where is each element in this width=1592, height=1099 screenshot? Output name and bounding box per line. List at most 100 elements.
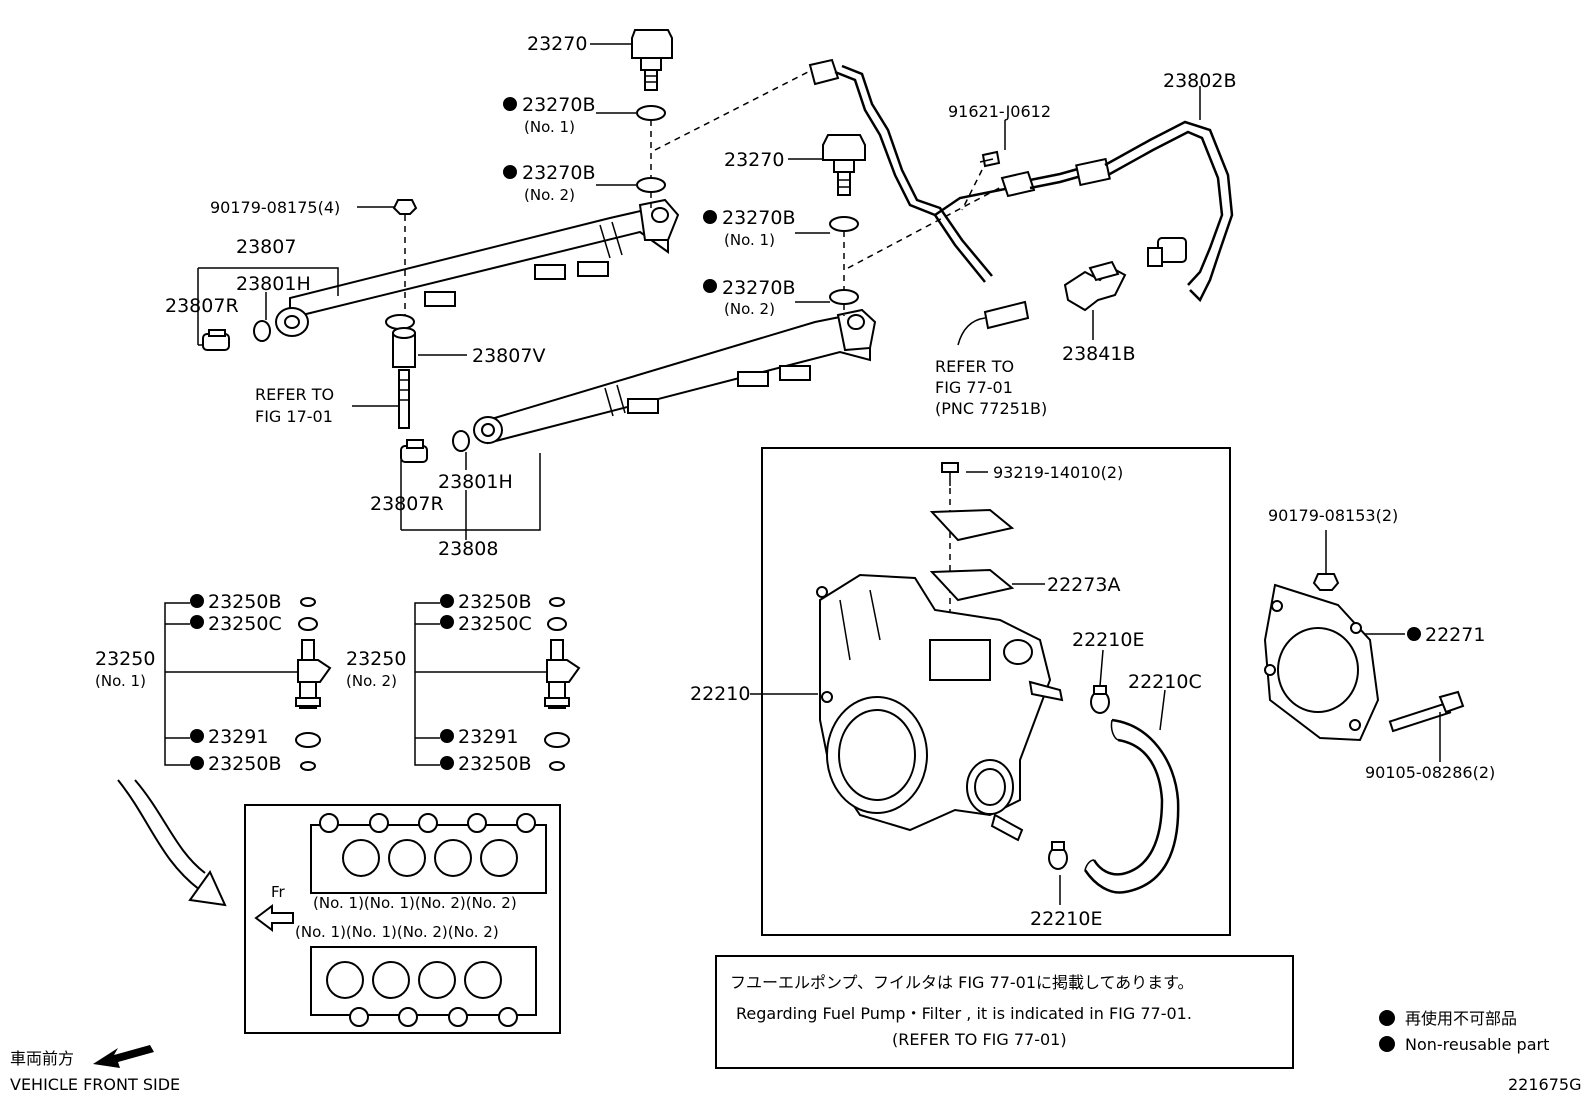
- screw-93219-14010: [941, 462, 959, 486]
- label-23270b-no2-a-sub: (No. 2): [524, 186, 575, 204]
- notice-line-2: Regarding Fuel Pump・Filter , it is indic…: [736, 1004, 1192, 1023]
- gasket-22273a: [929, 568, 1015, 602]
- spacer-plate: [385, 314, 415, 330]
- label-90179-08153: 90179-08153(2): [1268, 506, 1398, 525]
- label-inj1-23291: 23291: [208, 726, 268, 748]
- label-23270b-no2-b-sub: (No. 2): [724, 300, 775, 318]
- fuel-hose-stub: [957, 300, 1030, 346]
- non-reusable-markers: [190, 97, 1421, 1052]
- label-93219-14010: 93219-14010(2): [993, 463, 1123, 482]
- label-23801h-b: 23801H: [438, 471, 513, 493]
- label-23807: 23807: [236, 236, 296, 258]
- gasket-23801h-b: [452, 430, 470, 452]
- notice-text: フユーエルポンプ、フイルタは FIG 77-01に掲載してあります。 Regar…: [730, 973, 1193, 1049]
- leader-lines: [197, 43, 1441, 905]
- label-90179-08175: 90179-08175(4): [210, 198, 340, 217]
- clip-22210e-b: [1048, 841, 1068, 870]
- label-91621-j0612: 91621-J0612: [948, 102, 1051, 121]
- o-ring-23270b-no2-a: [636, 177, 666, 193]
- label-22210: 22210: [690, 683, 750, 705]
- bolt-91621-j0612: [979, 150, 1001, 168]
- label-23801h-a: 23801H: [236, 273, 311, 295]
- notice-box: [715, 955, 1294, 1069]
- label-inj1-sub: (No. 1): [95, 672, 146, 690]
- throttle-body-22210: [816, 573, 1064, 842]
- label-22273a: 22273A: [1047, 574, 1120, 596]
- label-22210c: 22210C: [1128, 671, 1202, 693]
- vehicle-front-en: VEHICLE FRONT SIDE: [10, 1075, 180, 1094]
- cylinder-gasket-top: [310, 813, 547, 894]
- plug-23807r-a: [202, 329, 230, 351]
- nut-90179-08175: [392, 199, 418, 215]
- legend-jp: 再使用不可部品: [1405, 1009, 1517, 1028]
- label-inj2-sub: (No. 2): [346, 672, 397, 690]
- nut-90179-08153: [1312, 573, 1340, 591]
- label-refer-fig17-2: FIG 17-01: [255, 407, 333, 426]
- label-refer-fig77-2: FIG 77-01: [935, 378, 1013, 397]
- label-23270b-no1-b: 23270B: [722, 207, 795, 229]
- label-23270b-no1-b-sub: (No. 1): [724, 231, 775, 249]
- label-inj1-23250b-bot: 23250B: [208, 753, 281, 775]
- label-refer-fig77-3: (PNC 77251B): [935, 399, 1047, 418]
- label-23270b-no1-a: 23270B: [522, 94, 595, 116]
- label-23807r-b: 23807R: [370, 493, 444, 515]
- cylinder-gasket-bottom: [310, 946, 537, 1027]
- label-fr: Fr: [271, 883, 286, 901]
- collar-23807v: [392, 327, 416, 368]
- injector-no1: [295, 597, 332, 771]
- curved-arrow-icon: [117, 779, 227, 907]
- o-ring-23270b-no2-b: [829, 289, 859, 305]
- legend: 再使用不可部品 Non-reusable part: [1405, 1009, 1549, 1054]
- pressure-damper-23270-a: [631, 29, 673, 91]
- label-23808: 23808: [438, 538, 498, 560]
- label-inj2-23250c: 23250C: [458, 613, 532, 635]
- label-inj2-23291: 23291: [458, 726, 518, 748]
- label-23841b: 23841B: [1062, 343, 1135, 365]
- label-inj1-23250: 23250: [95, 648, 155, 670]
- gasket-22271: [1263, 583, 1380, 742]
- label-23270-a: 23270: [527, 33, 587, 55]
- label-22271: 22271: [1425, 624, 1485, 646]
- front-arrow-icon: [254, 904, 294, 932]
- pressure-damper-23270-b: [822, 134, 866, 196]
- plug-23807r-b: [400, 439, 428, 463]
- legend-en: Non-reusable part: [1405, 1035, 1549, 1054]
- gasket-23801h-a: [253, 320, 271, 342]
- label-inj2-23250: 23250: [346, 648, 406, 670]
- injector-no2: [544, 597, 581, 771]
- label-23807r-a: 23807R: [165, 295, 239, 317]
- label-inj2-23250b-bot: 23250B: [458, 753, 531, 775]
- label-inj1-23250c: 23250C: [208, 613, 282, 635]
- fuel-rail-lower: [473, 308, 877, 445]
- vehicle-front-arrow-icon: [93, 1045, 154, 1068]
- clamp-23841b: [1063, 260, 1127, 312]
- label-23802b: 23802B: [1163, 70, 1236, 92]
- label-23270b-no2-a: 23270B: [522, 162, 595, 184]
- injector-layout-box: [244, 804, 561, 1034]
- label-23270-b: 23270: [724, 149, 784, 171]
- hose-22210c: [1083, 718, 1180, 894]
- label-23807v: 23807V: [472, 345, 545, 367]
- layout-box-labels: Fr (No. 1)(No. 1)(No. 2)(No. 2) (No. 1)(…: [271, 883, 517, 941]
- label-layout-bottom-row: (No. 1)(No. 1)(No. 2)(No. 2): [295, 923, 499, 941]
- cover-plate: [929, 508, 1015, 542]
- notice-line-3: (REFER TO FIG 77-01): [892, 1030, 1067, 1049]
- label-inj1-23250b-top: 23250B: [208, 591, 281, 613]
- label-23270b-no1-a-sub: (No. 1): [524, 118, 575, 136]
- label-refer-fig17-1: REFER TO: [255, 385, 334, 404]
- fuel-rail-upper: [275, 198, 680, 337]
- label-inj2-23250b-top: 23250B: [458, 591, 531, 613]
- part-labels: 23270 23270B (No. 1) 23270B (No. 2) 9017…: [95, 33, 1495, 930]
- label-22210e-b: 22210E: [1030, 908, 1102, 930]
- notice-line-1: フユーエルポンプ、フイルタは FIG 77-01に掲載してあります。: [730, 973, 1193, 992]
- o-ring-23270b-no1-a: [636, 105, 666, 121]
- figure-code: 221675G: [1508, 1075, 1581, 1094]
- label-layout-top-row: (No. 1)(No. 1)(No. 2)(No. 2): [313, 894, 517, 912]
- throttle-body-box: [761, 447, 1231, 936]
- o-ring-23270b-no1-b: [829, 216, 859, 232]
- stud-bolt: [398, 369, 410, 429]
- bolt-90105-08286: [1388, 690, 1465, 733]
- label-23270b-no2-b: 23270B: [722, 277, 795, 299]
- label-90105-08286: 90105-08286(2): [1365, 763, 1495, 782]
